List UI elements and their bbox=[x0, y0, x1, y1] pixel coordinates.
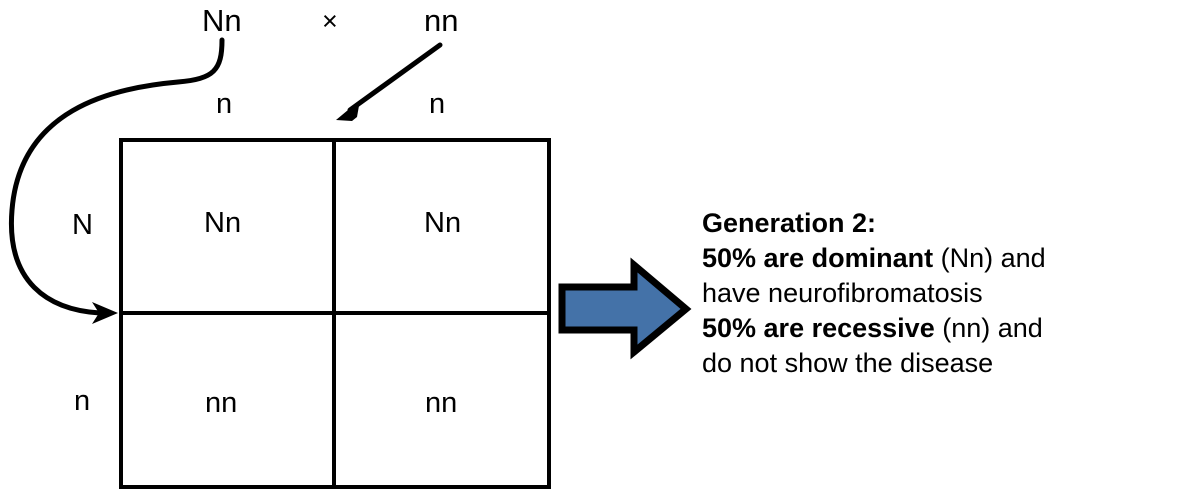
result-block-arrow bbox=[558, 257, 692, 360]
result-line-4: do not show the disease bbox=[702, 348, 994, 378]
paternal-genotype-label: nn bbox=[424, 3, 459, 38]
gamete-column-header-2: n bbox=[429, 88, 446, 120]
result-heading: Generation 2: bbox=[702, 208, 877, 238]
result-text-block: Generation 2: 50% are dominant (Nn) and … bbox=[702, 206, 1172, 381]
gamete-row-header-2: n bbox=[74, 385, 91, 417]
result-line-1: 50% are dominant (Nn) and bbox=[702, 241, 1172, 276]
grid-horizontal-divider bbox=[119, 311, 551, 315]
punnett-cell-r1c1: Nn bbox=[204, 207, 242, 239]
result-line-3: 50% are recessive (nn) and bbox=[702, 311, 1172, 346]
result-line-3-normal: (nn) and bbox=[934, 313, 1043, 343]
punnett-cell-r1c2: Nn bbox=[424, 207, 462, 239]
paternal-gamete-arrow bbox=[336, 42, 443, 121]
result-line-1-bold: 50% are dominant bbox=[702, 243, 934, 273]
result-line-1-normal: (Nn) and bbox=[933, 243, 1046, 273]
gamete-row-header-1: N bbox=[72, 209, 93, 241]
cross-symbol: × bbox=[322, 6, 338, 36]
punnett-cell-r2c1: nn bbox=[205, 387, 238, 419]
maternal-genotype-label: Nn bbox=[202, 3, 242, 38]
result-line-3-bold: 50% are recessive bbox=[702, 313, 935, 343]
punnett-cell-r2c2: nn bbox=[425, 387, 458, 419]
gamete-column-header-1: n bbox=[216, 88, 233, 120]
result-line-2: have neurofibromatosis bbox=[702, 278, 983, 308]
